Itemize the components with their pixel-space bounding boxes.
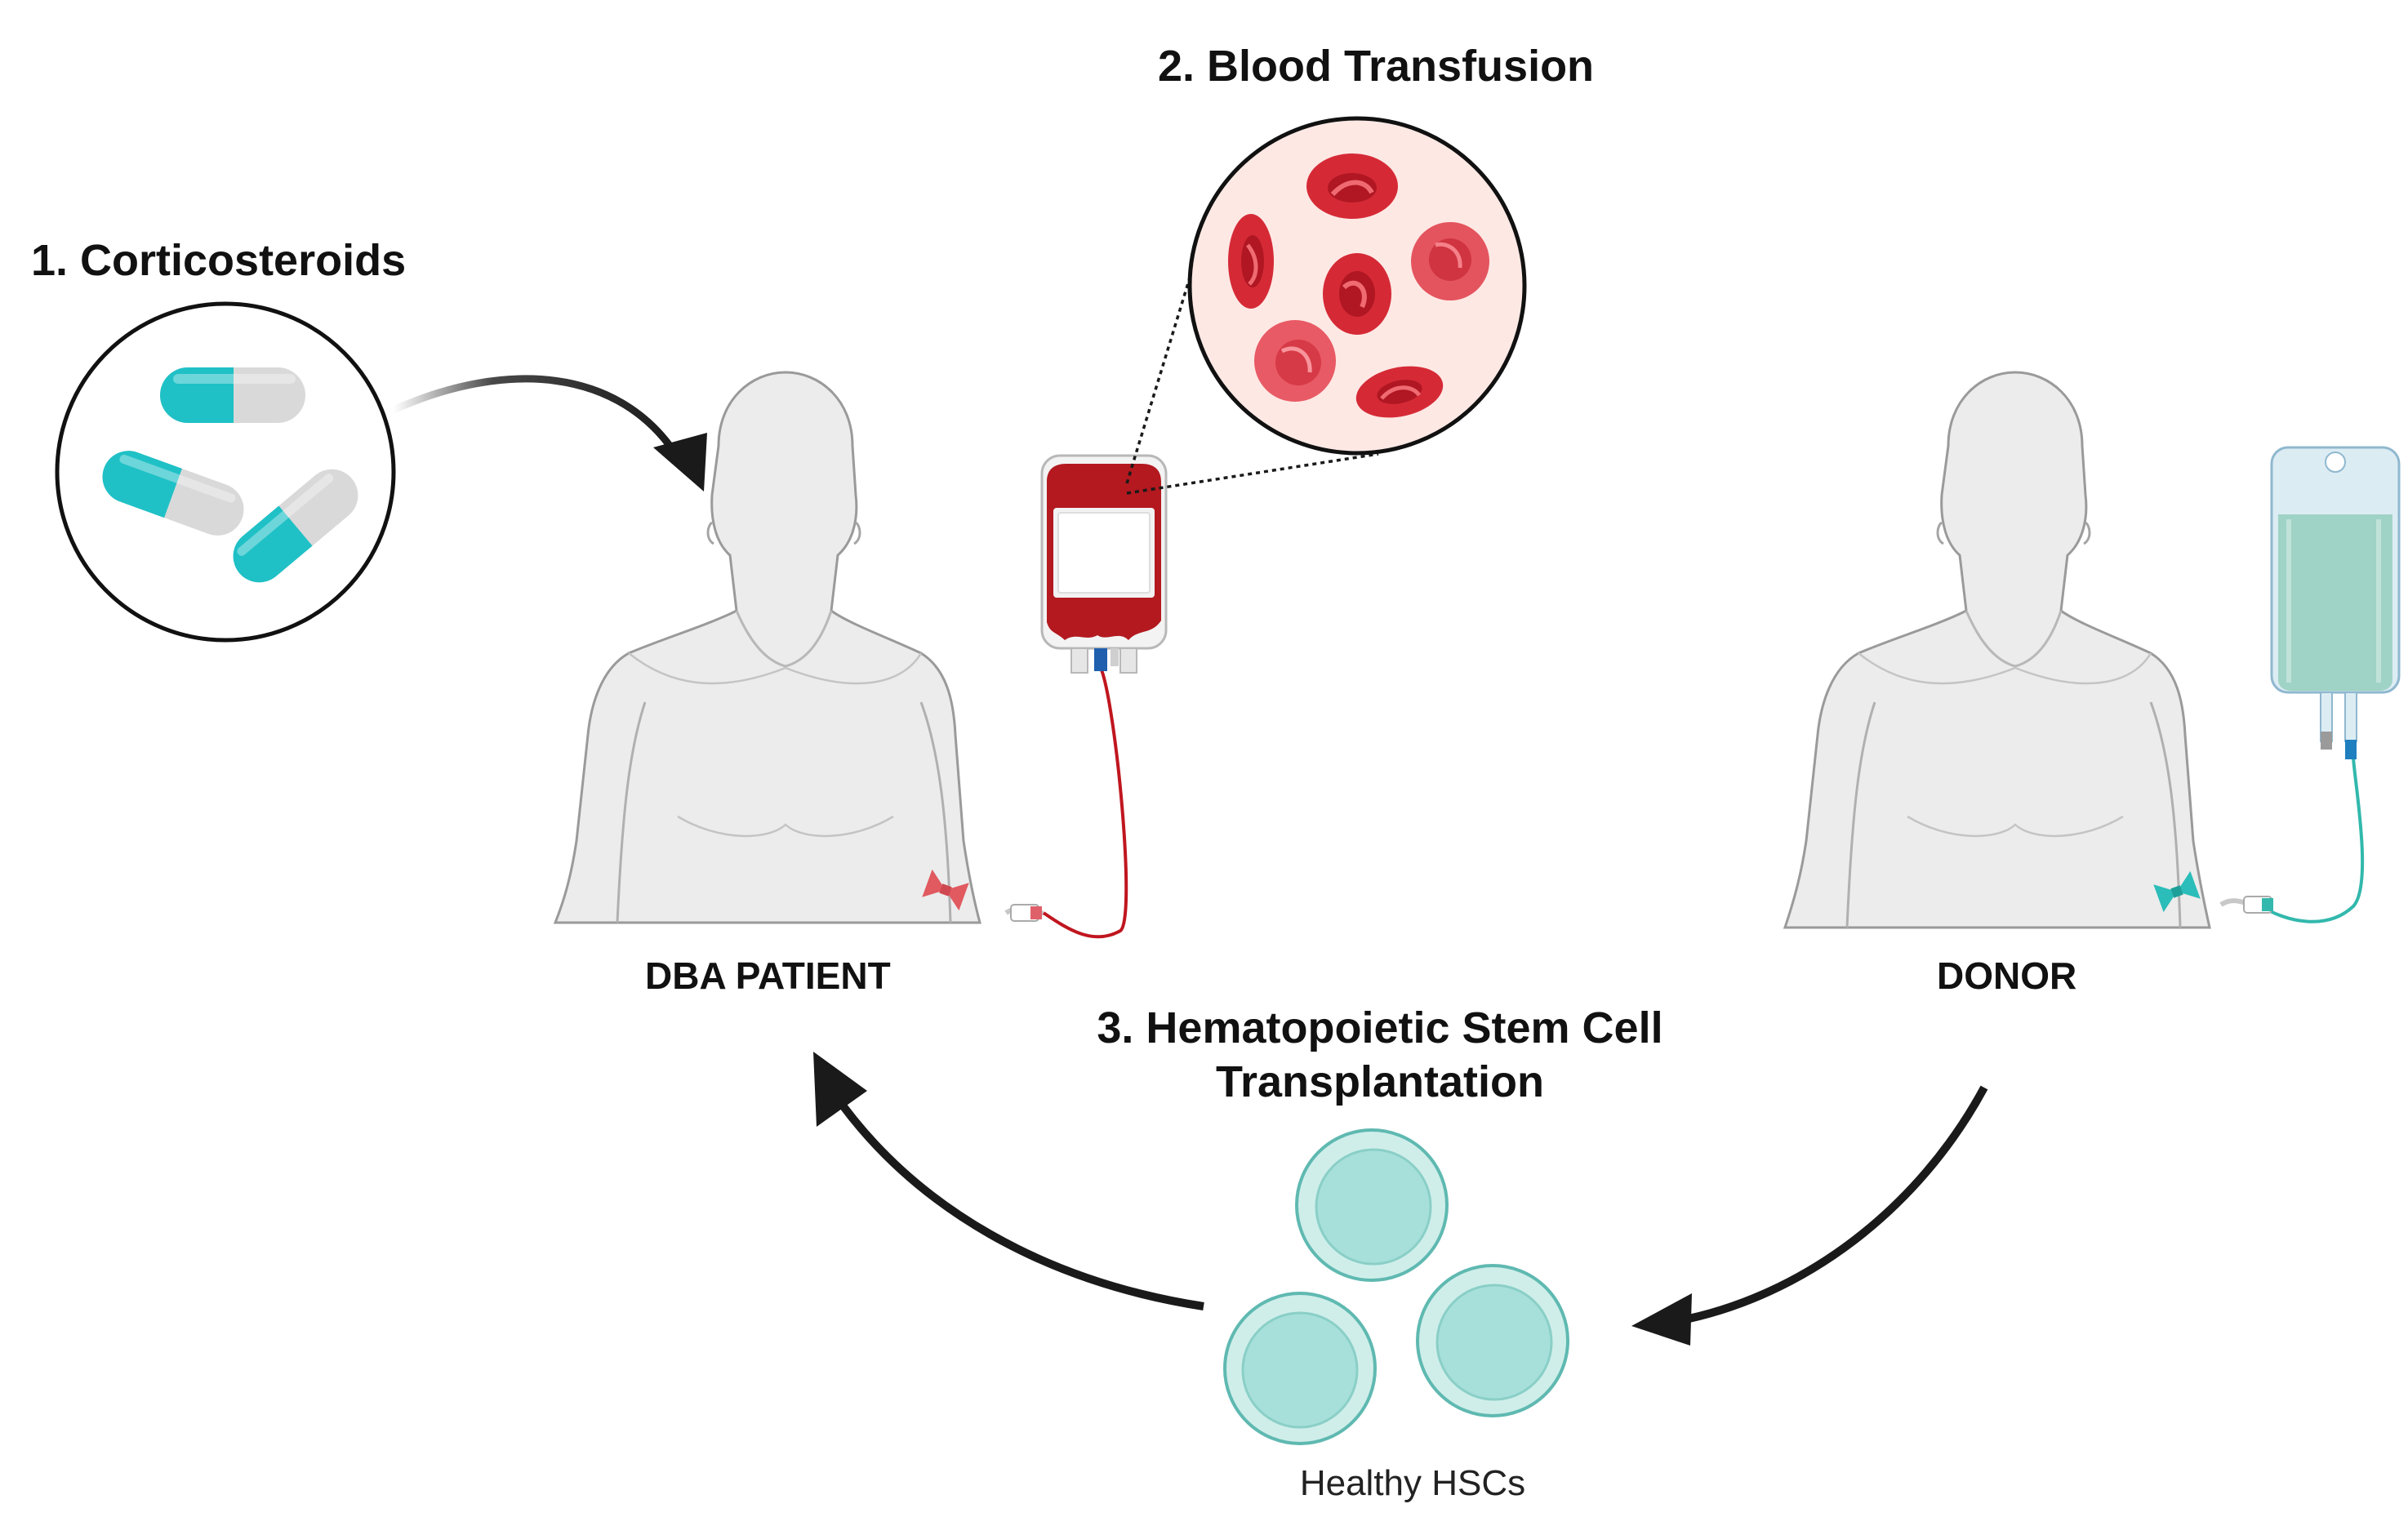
red-blood-cell-icon [1254, 320, 1336, 402]
stem-cell-icon [1223, 1292, 1377, 1445]
red-blood-cell-icon [1306, 154, 1398, 219]
rbc-lens [1125, 116, 1527, 495]
arrow-pills-to-patient [392, 375, 681, 460]
butterfly-needle-icon [2153, 870, 2201, 913]
red-blood-cell-icon [1323, 253, 1391, 335]
red-blood-cell-icon [1355, 366, 1444, 418]
capsule-pill-icon [233, 469, 358, 583]
arrow-donor-to-hsc [1676, 1085, 1988, 1325]
arrowhead-icon [653, 433, 707, 492]
iv-bag-icon [2270, 446, 2401, 759]
step-hsct-title: 3. Hematopoietic Stem Cell Transplantati… [1097, 1003, 1663, 1106]
donor-iv-line [2153, 757, 2365, 923]
stem-cell-icon [1295, 1128, 1449, 1282]
arrowhead-icon [1631, 1293, 1692, 1346]
capsule-pill-icon [160, 367, 305, 423]
step-corticosteroids-title: 1. Corticosteroids [31, 236, 407, 285]
hsc-cluster [1223, 1128, 1569, 1445]
donor-figure [1783, 371, 2211, 929]
patient-label: DBA PATIENT [645, 954, 891, 997]
butterfly-needle-icon [922, 869, 969, 911]
red-blood-cell-icon [1411, 222, 1489, 300]
patient-figure [553, 371, 981, 924]
donor-label: DONOR [1937, 954, 2077, 997]
red-blood-cell-icon [1228, 214, 1274, 309]
blood-bag-icon [1040, 454, 1168, 674]
arrowhead-icon [813, 1052, 867, 1127]
stem-cell-icon [1416, 1264, 1569, 1417]
capsule-pill-icon [102, 451, 244, 536]
step-transfusion-title: 2. Blood Transfusion [1158, 42, 1595, 91]
patient-iv-line [922, 667, 1128, 939]
pills-lens [55, 301, 396, 643]
arrow-hsc-to-patient [830, 1092, 1204, 1310]
healthy-hscs-label: Healthy HSCs [1299, 1463, 1526, 1503]
